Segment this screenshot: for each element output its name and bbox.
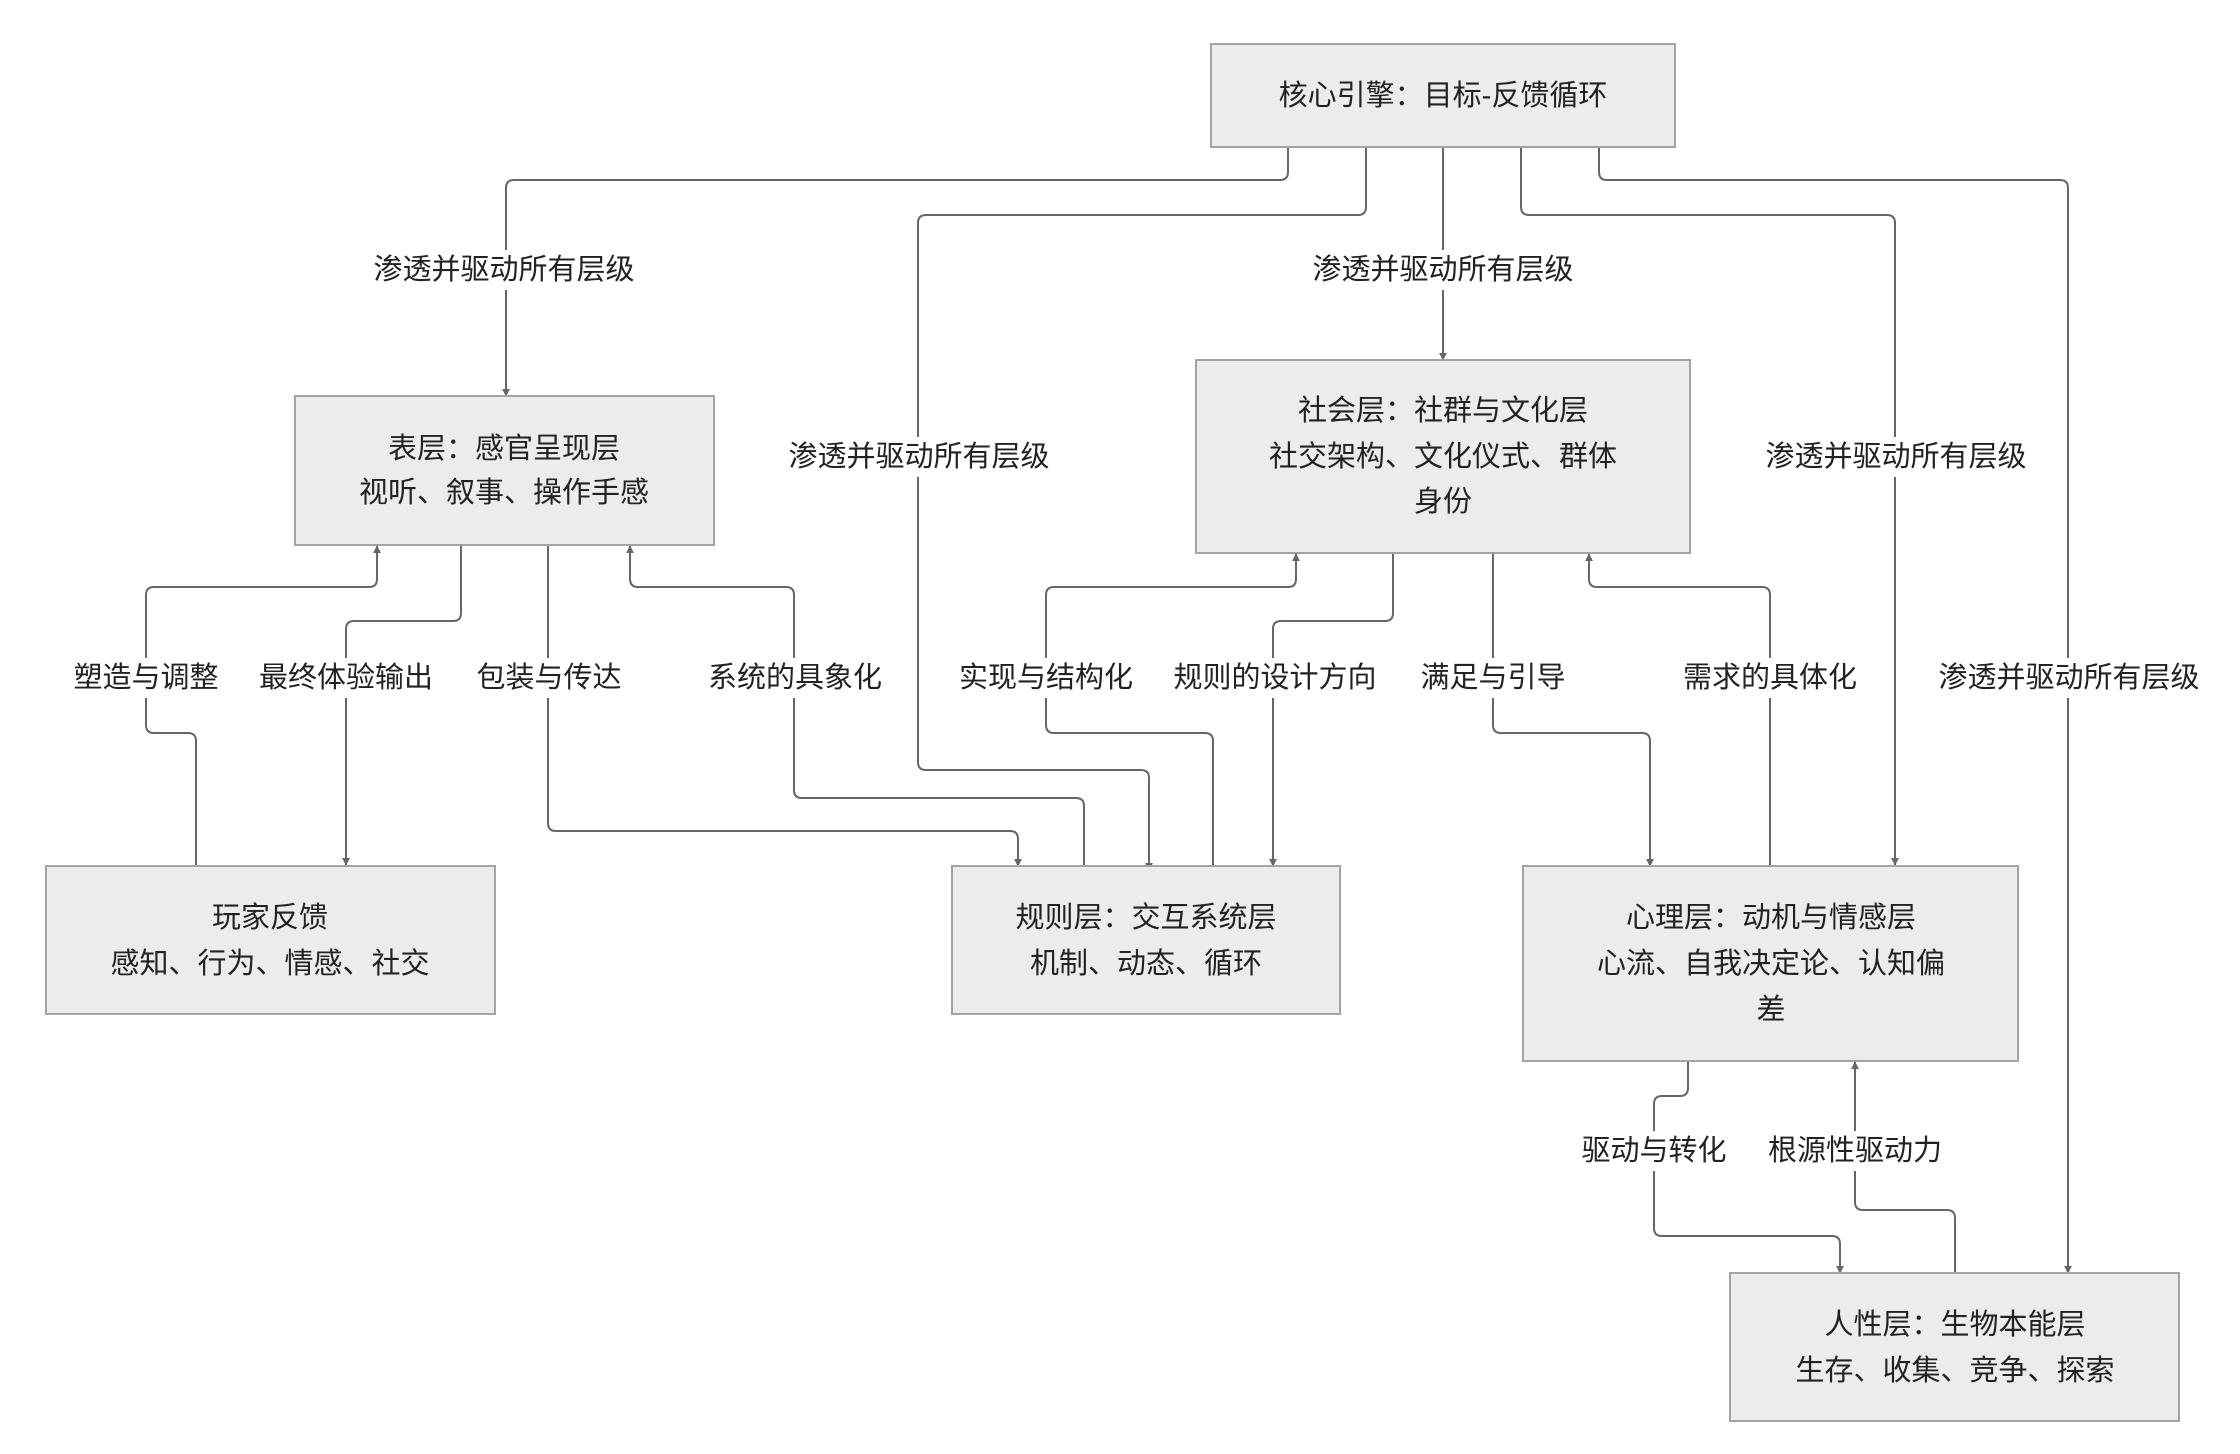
node-core-engine: 核心引擎：目标-反馈循环 <box>1210 43 1676 148</box>
edge-feedback-to-surface <box>145 545 381 866</box>
svg-text:玩家反馈: 玩家反馈 <box>212 901 328 934</box>
edge-human-to-psych <box>1851 1061 1956 1273</box>
svg-text:规则的设计方向: 规则的设计方向 <box>1173 661 1376 694</box>
edge-surface-to-feedback <box>342 546 462 866</box>
edge-social-to-rules <box>1269 554 1394 867</box>
edge-label-rules-to-social: 实现与结构化 <box>951 658 1141 698</box>
svg-text:渗透并驱动所有层级: 渗透并驱动所有层级 <box>1312 253 1573 286</box>
edge-label-human-to-psych: 根源性驱动力 <box>1760 1131 1950 1171</box>
edge-surface-to-rules <box>547 546 1022 867</box>
svg-text:社会层：社群与文化层: 社会层：社群与文化层 <box>1298 394 1588 427</box>
node-rules-layer: 规则层：交互系统层 机制、动态、循环 <box>951 865 1341 1015</box>
svg-text:心理层：动机与情感层: 心理层：动机与情感层 <box>1626 901 1916 934</box>
edge-label-feedback-to-surface: 塑造与调整 <box>66 658 226 698</box>
svg-text:满足与引导: 满足与引导 <box>1420 661 1565 694</box>
edge-label-surface-to-rules: 包装与传达 <box>469 658 629 698</box>
edge-social-to-psych <box>1492 554 1654 867</box>
svg-text:差: 差 <box>1756 993 1785 1026</box>
svg-text:表层：感官呈现层: 表层：感官呈现层 <box>388 432 620 465</box>
svg-text:系统的具象化: 系统的具象化 <box>708 661 882 694</box>
node-psych-layer: 心理层：动机与情感层 心流、自我决定论、认知偏 差 <box>1522 865 2019 1062</box>
edge-psych-to-social <box>1585 553 1771 866</box>
svg-text:规则层：交互系统层: 规则层：交互系统层 <box>1015 901 1276 934</box>
edge-label-core-to-social: 渗透并驱动所有层级 <box>1303 250 1583 290</box>
svg-text:需求的具体化: 需求的具体化 <box>1683 661 1857 694</box>
edge-label-psych-to-human: 驱动与转化 <box>1574 1131 1734 1171</box>
edge-label-psych-to-social: 需求的具体化 <box>1675 658 1865 698</box>
svg-text:心流、自我决定论、认知偏: 心流、自我决定论、认知偏 <box>1597 947 1945 980</box>
edge-label-social-to-rules: 规则的设计方向 <box>1165 658 1385 698</box>
edge-core-to-surface <box>502 148 1289 397</box>
edge-core-to-psych <box>1520 148 1899 866</box>
svg-text:渗透并驱动所有层级: 渗透并驱动所有层级 <box>1765 440 2026 473</box>
svg-text:驱动与转化: 驱动与转化 <box>1581 1134 1726 1167</box>
edge-rules-to-surface <box>626 545 1085 866</box>
svg-text:感知、行为、情感、社交: 感知、行为、情感、社交 <box>110 947 429 980</box>
node-player-feedback: 玩家反馈 感知、行为、情感、社交 <box>45 865 496 1015</box>
node-social-layer: 社会层：社群与文化层 社交架构、文化仪式、群体 身份 <box>1195 359 1691 554</box>
node-surface-layer: 表层：感官呈现层 视听、叙事、操作手感 <box>294 395 715 546</box>
svg-text:机制、动态、循环: 机制、动态、循环 <box>1030 947 1262 980</box>
svg-text:塑造与调整: 塑造与调整 <box>73 661 218 694</box>
edge-label-core-to-human: 渗透并驱动所有层级 <box>1929 658 2209 698</box>
edge-label-core-to-rules: 渗透并驱动所有层级 <box>779 437 1059 477</box>
svg-text:渗透并驱动所有层级: 渗透并驱动所有层级 <box>373 253 634 286</box>
svg-text:视听、叙事、操作手感: 视听、叙事、操作手感 <box>359 476 649 509</box>
edge-label-core-to-psych: 渗透并驱动所有层级 <box>1756 437 2036 477</box>
svg-text:身份: 身份 <box>1414 485 1472 518</box>
svg-text:渗透并驱动所有层级: 渗透并驱动所有层级 <box>1938 661 2199 694</box>
edge-core-to-human <box>1598 148 2072 1274</box>
edge-core-to-rules <box>917 148 1367 871</box>
svg-text:核心引擎：目标-反馈循环: 核心引擎：目标-反馈循环 <box>1279 79 1608 112</box>
svg-text:实现与结构化: 实现与结构化 <box>959 661 1133 694</box>
svg-text:社交架构、文化仪式、群体: 社交架构、文化仪式、群体 <box>1269 440 1617 473</box>
svg-text:根源性驱动力: 根源性驱动力 <box>1768 1134 1942 1167</box>
edge-label-surface-to-feedback: 最终体验输出 <box>251 658 441 698</box>
edge-label-rules-to-surface: 系统的具象化 <box>700 658 890 698</box>
edge-label-social-to-psych: 满足与引导 <box>1413 658 1573 698</box>
svg-text:生存、收集、竞争、探索: 生存、收集、竞争、探索 <box>1795 1354 2114 1387</box>
svg-text:包装与传达: 包装与传达 <box>476 661 621 694</box>
node-human-layer: 人性层：生物本能层 生存、收集、竞争、探索 <box>1729 1272 2180 1422</box>
svg-text:渗透并驱动所有层级: 渗透并驱动所有层级 <box>788 440 1049 473</box>
edge-label-core-to-surface: 渗透并驱动所有层级 <box>364 250 644 290</box>
svg-text:最终体验输出: 最终体验输出 <box>259 661 433 694</box>
svg-text:人性层：生物本能层: 人性层：生物本能层 <box>1824 1308 2085 1341</box>
